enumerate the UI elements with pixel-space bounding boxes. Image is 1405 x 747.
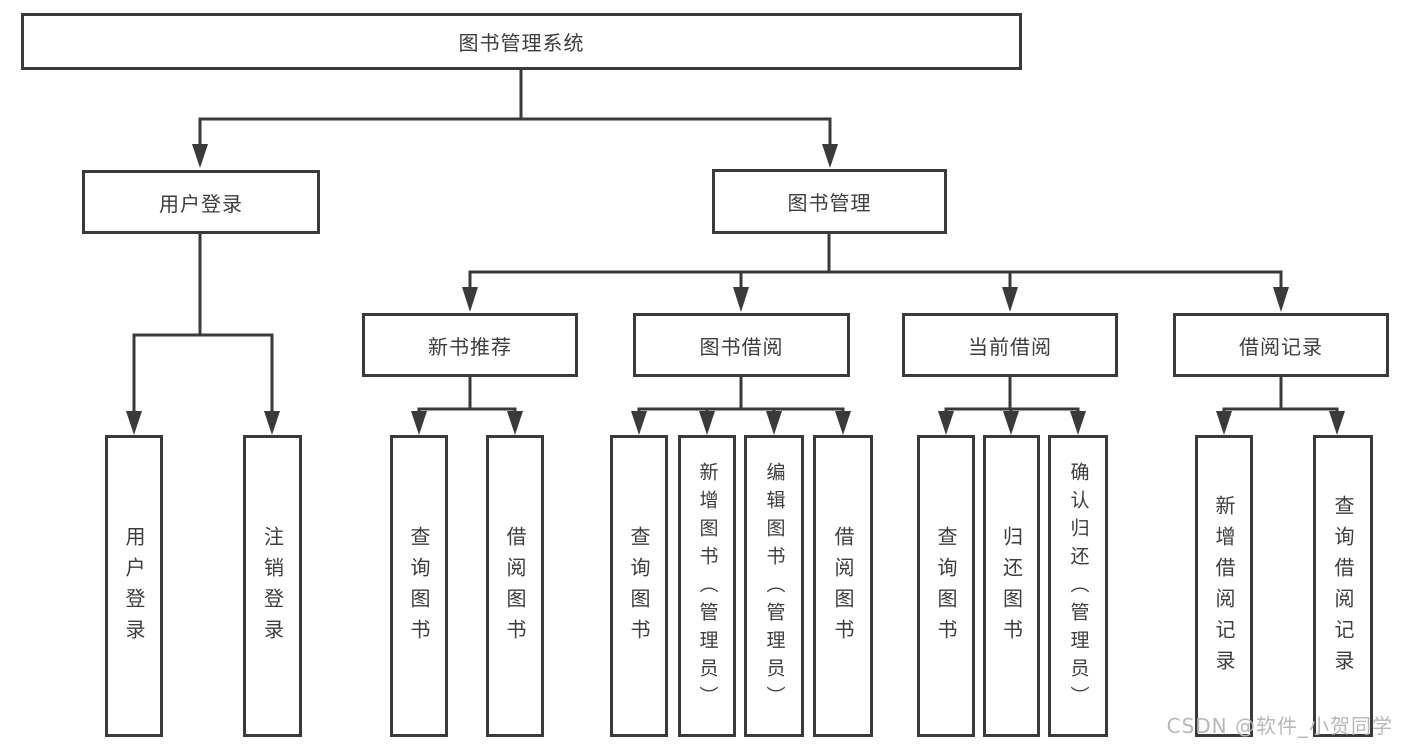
node-new-book-recommend: 新书推荐 bbox=[362, 313, 578, 377]
node-current-borrow: 当前借阅 bbox=[902, 313, 1118, 377]
arrowheads bbox=[126, 144, 1345, 435]
connector-section-records bbox=[1222, 377, 1339, 413]
connector-section-newbooks bbox=[417, 377, 517, 413]
arrow-down-icon bbox=[1002, 287, 1018, 312]
arrow-down-icon bbox=[1216, 411, 1232, 435]
node-root: 图书管理系统 bbox=[21, 13, 1022, 70]
node-book-borrow: 图书借阅 bbox=[633, 313, 850, 377]
connector-section-borrow bbox=[637, 377, 845, 413]
arrow-down-icon bbox=[1273, 287, 1289, 312]
leaf-query-books-3: 查询图书 bbox=[917, 435, 975, 737]
leaf-logout: 注销登录 bbox=[243, 435, 302, 737]
arrow-down-icon bbox=[192, 144, 208, 168]
arrow-down-icon bbox=[631, 411, 647, 435]
node-book-management: 图书管理 bbox=[712, 169, 947, 234]
arrow-down-icon bbox=[699, 411, 715, 435]
connector-books-bus bbox=[468, 270, 1283, 289]
arrow-down-icon bbox=[938, 411, 954, 435]
leaf-confirm-return-admin: 确认归还（管理员） bbox=[1048, 435, 1108, 737]
leaf-add-borrow-record: 新增借阅记录 bbox=[1195, 435, 1253, 737]
connector-section-current bbox=[944, 377, 1080, 413]
arrow-down-icon bbox=[1003, 411, 1019, 435]
arrow-down-icon bbox=[1070, 411, 1086, 435]
leaf-add-books-admin: 新增图书（管理员） bbox=[678, 435, 736, 737]
node-borrow-records: 借阅记录 bbox=[1173, 313, 1389, 377]
arrow-down-icon bbox=[733, 287, 749, 312]
arrow-down-icon bbox=[462, 287, 478, 312]
arrow-down-icon bbox=[126, 411, 142, 435]
leaf-borrow-books-1: 借阅图书 bbox=[486, 435, 544, 737]
leaf-query-borrow-record: 查询借阅记录 bbox=[1313, 435, 1373, 737]
arrow-down-icon bbox=[822, 144, 838, 168]
leaf-edit-books-admin: 编辑图书（管理员） bbox=[744, 435, 804, 737]
arrow-down-icon bbox=[411, 411, 427, 435]
arrow-down-icon bbox=[835, 411, 851, 435]
arrow-down-icon bbox=[507, 411, 523, 435]
connector-root-bus bbox=[198, 117, 832, 146]
watermark: CSDN @软件_小贺同学 bbox=[1166, 714, 1393, 738]
leaf-borrow-books-2: 借阅图书 bbox=[813, 435, 873, 737]
leaf-return-books: 归还图书 bbox=[983, 435, 1040, 737]
arrow-down-icon bbox=[766, 411, 782, 435]
node-user-login: 用户登录 bbox=[82, 170, 320, 234]
leaf-query-books-1: 查询图书 bbox=[390, 435, 448, 737]
arrow-down-icon bbox=[264, 411, 280, 435]
arrow-down-icon bbox=[1329, 411, 1345, 435]
leaf-user-login: 用户登录 bbox=[105, 435, 163, 737]
leaf-query-books-2: 查询图书 bbox=[610, 435, 668, 737]
connector-user-bus bbox=[132, 333, 274, 413]
